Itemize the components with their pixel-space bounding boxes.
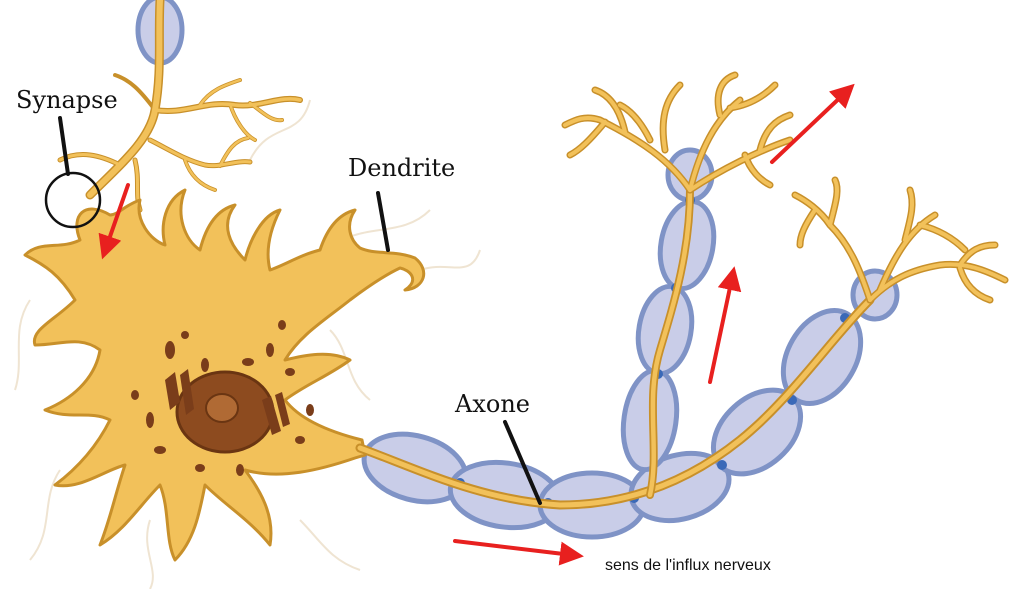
arrow-terminal-up [772,92,846,162]
synapse-pointer [60,118,68,174]
dendrite-pointer [378,193,388,250]
arrow-legend [455,541,572,555]
synapse-label: Synapse [16,86,118,114]
arrow-axon-up [710,278,732,382]
synapse-circle [46,173,100,227]
axone-label: Axone [454,390,530,418]
dendrite-label: Dendrite [348,154,455,182]
axon-terminal-upper [565,75,790,190]
axon-terminal-right [795,180,1005,300]
nucleolus [206,394,238,422]
direction-legend-label: sens de l'influx nerveux [605,557,771,574]
